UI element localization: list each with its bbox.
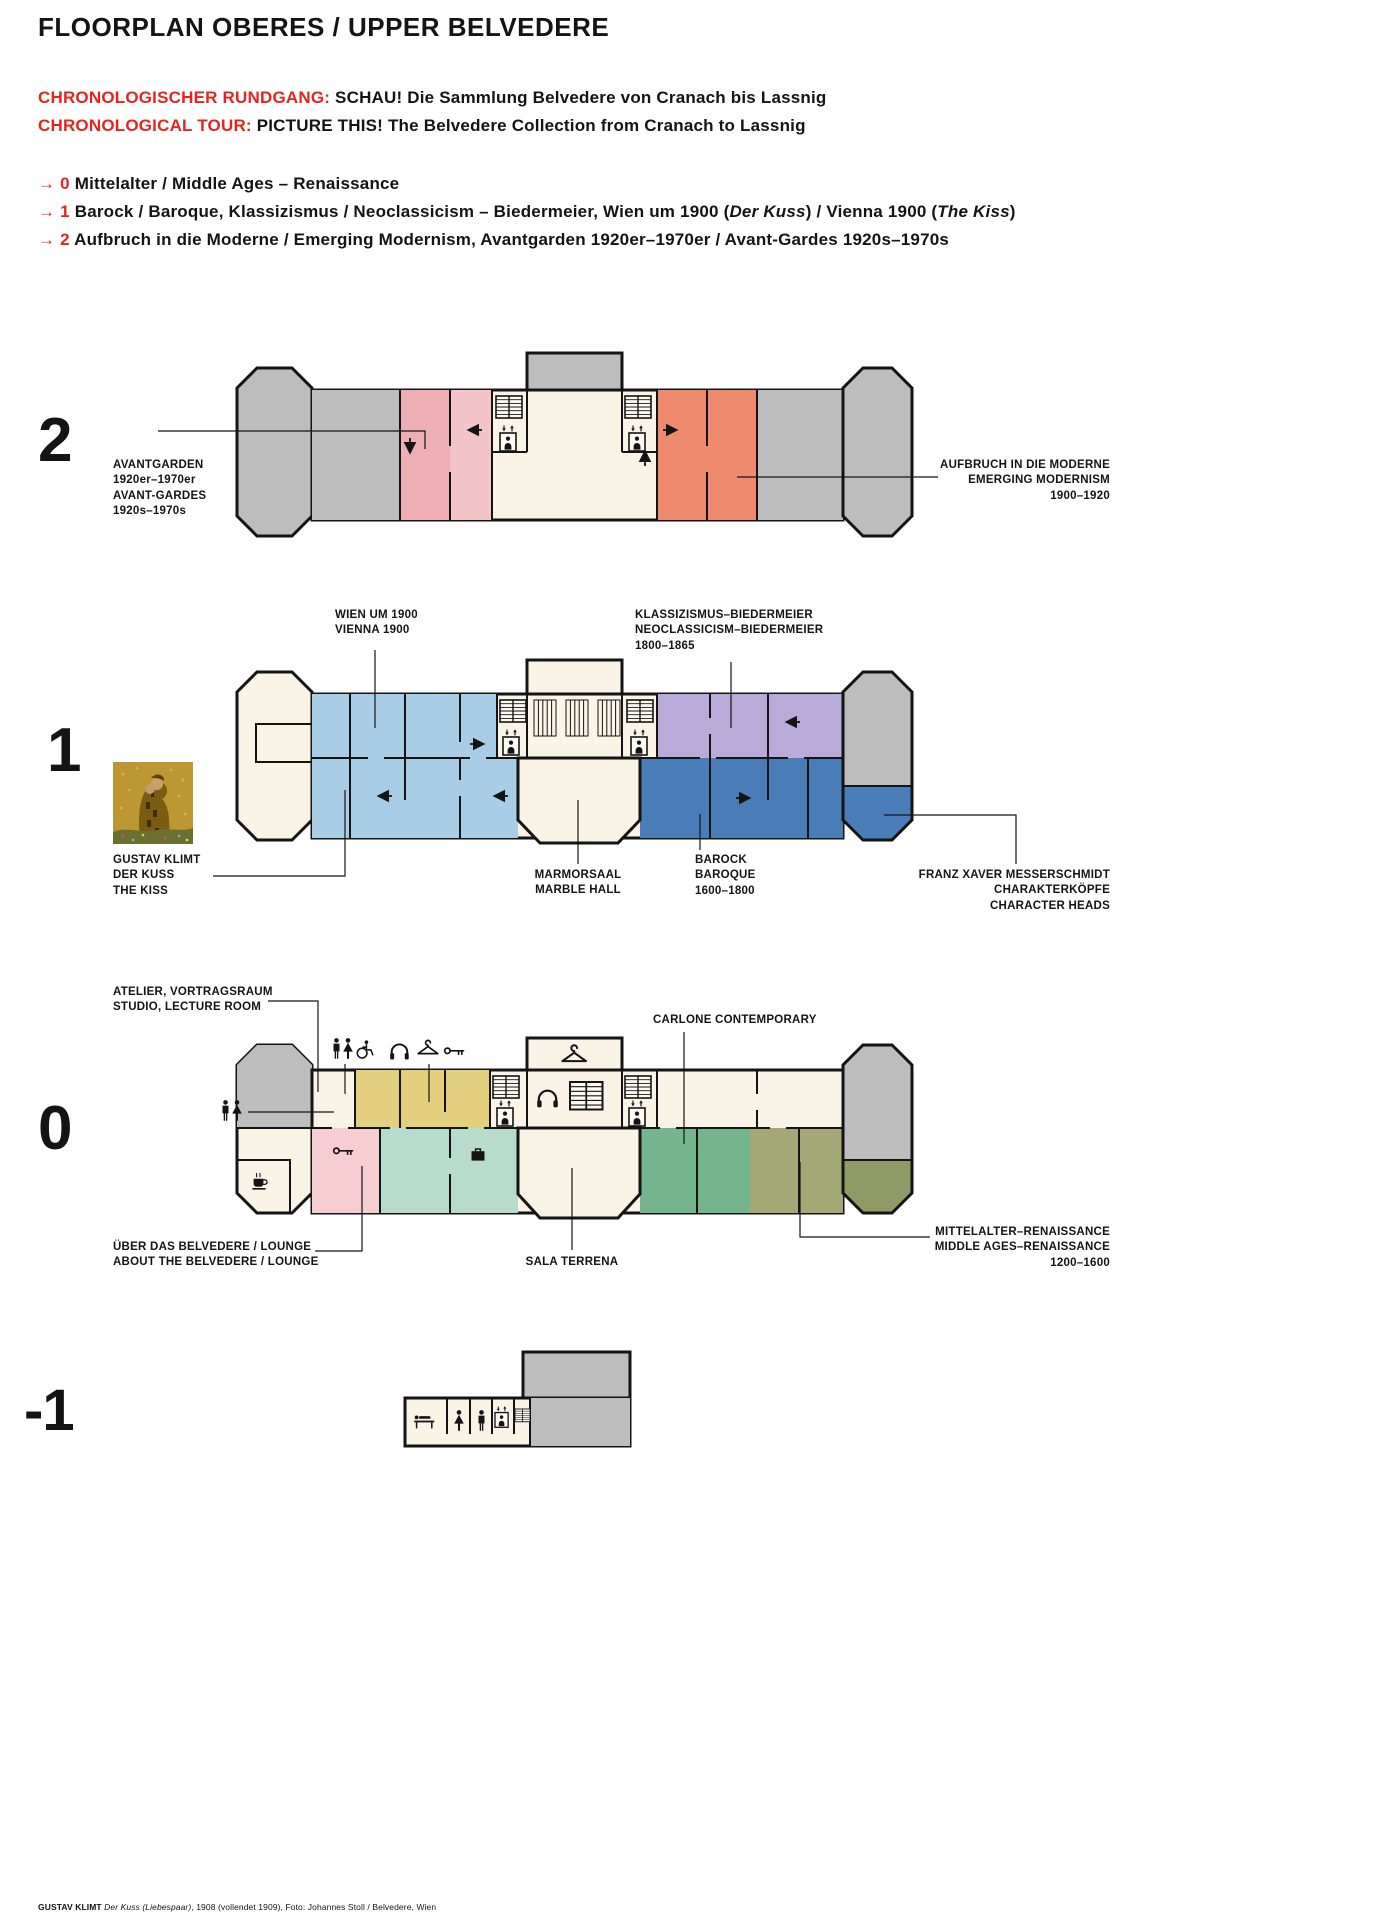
rooms-carlone [640, 1128, 750, 1213]
room-west-pavilion-gray [237, 1045, 312, 1128]
stairs-icon [499, 699, 527, 723]
room-gray-west [312, 390, 400, 520]
floor-number-0: 0 [38, 1094, 72, 1163]
rooms-klassizismus [657, 694, 843, 758]
room-east-pavilion-gray [843, 1045, 912, 1160]
legend-text-0: Mittelalter / Middle Ages – Renaissance [74, 174, 400, 193]
label-aufbruch: AUFBRUCH IN DIE MODERNE EMERGING MODERNI… [940, 459, 1110, 502]
tour-line-de: CHRONOLOGISCHER RUNDGANG: SCHAU! Die Sam… [38, 88, 827, 108]
floorplan-level-0 [222, 1000, 930, 1252]
leader-lines [248, 1000, 930, 1252]
stairs-icon [492, 1075, 520, 1099]
label-sala-terrena: SALA TERRENA [525, 1256, 619, 1268]
marble-hall [516, 756, 642, 845]
floorplan-level-minus-1 [403, 1350, 632, 1448]
room-west-pavilion [235, 366, 314, 538]
man-icon [333, 1038, 340, 1059]
room-gray-lower [530, 1398, 630, 1446]
room-east-pavilion-gray [843, 672, 912, 786]
window-patterns [533, 699, 621, 737]
legend-text-2: Aufbruch in die Moderne / Emerging Moder… [74, 230, 950, 249]
room-attic-block [525, 351, 624, 392]
direction-arrows [403, 423, 679, 466]
rooms-level-0 [235, 1036, 914, 1220]
floor-number-1: 1 [47, 716, 81, 785]
room-gray-block [521, 1350, 632, 1402]
legend-number-0: 0 [60, 174, 70, 193]
rooms-level-minus-1 [403, 1350, 632, 1448]
room-modernism-2 [707, 390, 757, 520]
floorplan-level-1 [213, 650, 1017, 877]
label-mittelalter: MITTELALTER–RENAISSANCE MIDDLE AGES–RENA… [934, 1226, 1110, 1269]
cloakroom-hanger-icon [417, 1039, 439, 1055]
stairs-icon [514, 1408, 531, 1423]
legend-item-2: → 2 Aufbruch in die Moderne / Emerging M… [38, 230, 949, 250]
label-barock: BAROCK BAROQUE 1600–1800 [695, 854, 756, 897]
direction-arrows [376, 715, 800, 805]
east-pavilion-outline [841, 670, 914, 842]
stairs-icon [626, 699, 654, 723]
label-klimt-kiss: GUSTAV KLIMT DER KUSS THE KISS [113, 854, 201, 897]
room-lounge [312, 1128, 380, 1213]
label-klassizismus: KLASSIZISMUS–BIEDERMEIER NEOCLASSICISM–B… [635, 609, 824, 652]
rooms-mittelalter [750, 1128, 843, 1213]
page-title: FLOORPLAN OBERES / UPPER BELVEDERE [38, 12, 610, 42]
floor-number-minus-1: -1 [24, 1378, 75, 1443]
tour-line-en: CHRONOLOGICAL TOUR: PICTURE THIS! The Be… [38, 116, 806, 136]
stairs-icon [624, 1075, 652, 1099]
label-carlone: CARLONE CONTEMPORARY [653, 1014, 817, 1026]
legend-item-0: → 0 Mittelalter / Middle Ages – Renaissa… [38, 174, 399, 194]
woman-icon [343, 1038, 353, 1059]
sala-terrena [516, 1126, 642, 1220]
leader-lines [213, 650, 1017, 877]
stairs-icon [495, 395, 523, 419]
arrow-icon: → [38, 174, 56, 193]
label-lounge: ÜBER DAS BELVEDERE / LOUNGE ABOUT THE BE… [113, 1241, 319, 1269]
arrow-icon: → [38, 230, 56, 249]
room-avantgarden-1 [400, 390, 450, 520]
label-wien-1900: WIEN UM 1900 VIENNA 1900 [335, 609, 418, 637]
legend-item-1: → 1 Barock / Baroque, Klassizismus / Neo… [38, 202, 1016, 222]
label-avantgarden: AVANTGARDEN 1920er–1970er AVANT-GARDES 1… [113, 459, 207, 518]
legend-number-1: 1 [60, 202, 70, 221]
wheelchair-icon [356, 1039, 374, 1059]
label-marble-hall: MARMORSAAL MARBLE HALL [534, 869, 622, 897]
leader-lines [158, 430, 938, 478]
room-mittelalter-pavilion [843, 1160, 912, 1213]
label-atelier: ATELIER, VORTRAGSRAUM STUDIO, LECTURE RO… [113, 986, 273, 1014]
room-avantgarden-2 [450, 390, 492, 520]
interior-walls [399, 390, 758, 520]
room-west-pavilion [235, 670, 314, 842]
room-messerschmidt [843, 786, 912, 840]
klimt-kiss-thumbnail [113, 762, 193, 844]
rooms-level-2 [235, 351, 914, 538]
room-gray-east [757, 390, 843, 520]
interior-walls [312, 1070, 843, 1213]
headphones-icon [389, 1043, 410, 1061]
east-pavilion-outline [841, 1043, 914, 1215]
label-messerschmidt: FRANZ XAVER MESSERSCHMIDT CHARAKTERKÖPFE… [918, 869, 1110, 912]
floor-number-2: 2 [38, 406, 72, 475]
stairs-icon [624, 395, 652, 419]
rooms-wien-1900-south [312, 758, 518, 838]
tour-en-label: CHRONOLOGICAL TOUR: [38, 116, 252, 135]
room-east-pavilion [841, 366, 914, 538]
legend-text-1: Barock / Baroque, Klassizismus / Neoclas… [74, 202, 1016, 221]
floorplan-level-2 [158, 351, 938, 538]
rooms-atelier [355, 1070, 490, 1128]
image-credit: GUSTAV KLIMT Der Kuss (Liebespaar), 1908… [38, 1902, 437, 1912]
stairs-icon [569, 1081, 604, 1111]
tour-de-label: CHRONOLOGISCHER RUNDGANG: [38, 88, 331, 107]
legend-number-2: 2 [60, 230, 70, 249]
key-icon [443, 1047, 465, 1056]
room-north-block [525, 658, 624, 696]
rooms-level-1 [235, 658, 914, 845]
tour-en-text: PICTURE THIS! The Belvedere Collection f… [256, 116, 806, 135]
man-icon [222, 1100, 229, 1121]
room-modernism-1 [657, 390, 707, 520]
arrow-icon: → [38, 202, 56, 221]
tour-de-text: SCHAU! Die Sammlung Belvedere von Cranac… [335, 88, 827, 107]
interior-walls [312, 694, 843, 838]
cafe-room [236, 1159, 291, 1214]
